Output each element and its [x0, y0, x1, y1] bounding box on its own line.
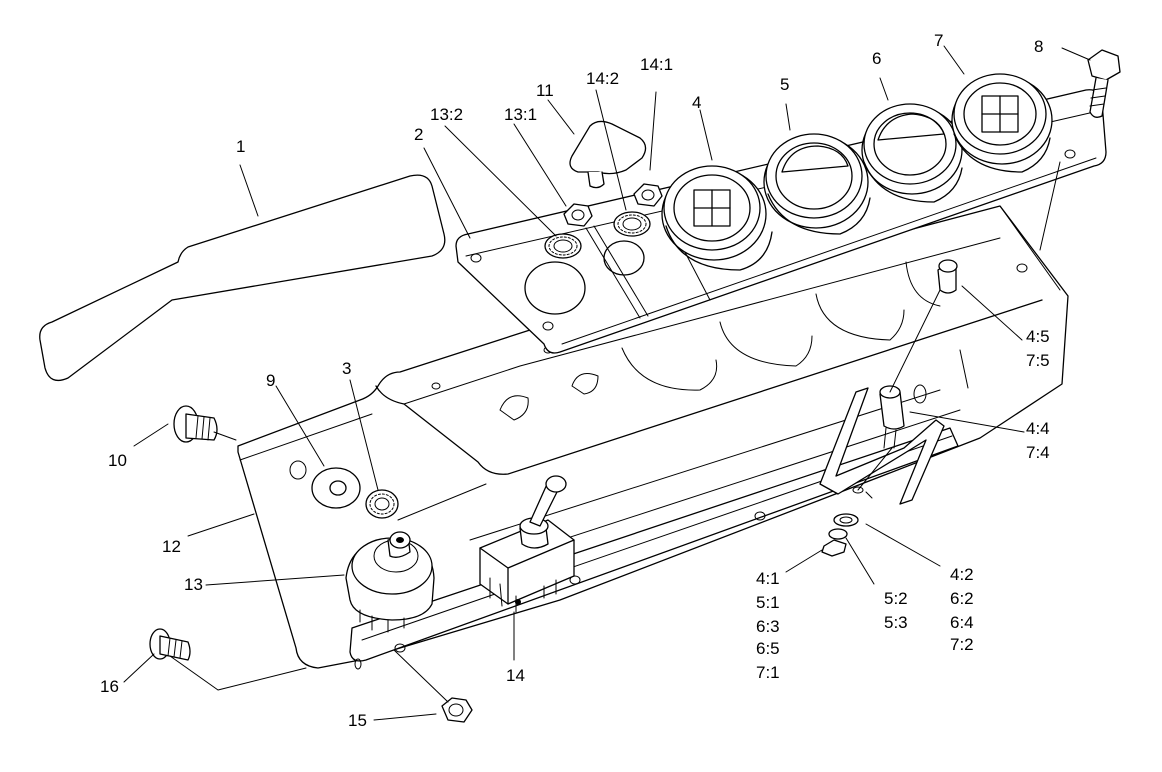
part-9-washer: [311, 467, 361, 509]
nut-4-1: [821, 539, 847, 557]
label-6-5: 6:5: [756, 639, 780, 658]
label-5: 5: [780, 75, 789, 94]
part-16-bolt: [149, 628, 191, 661]
part-4-indicator-gauge: [661, 165, 773, 271]
label-12: 12: [162, 537, 181, 556]
part-10-bolt: [173, 405, 218, 443]
label-6: 6: [872, 49, 881, 68]
label-7-5: 7:5: [1026, 351, 1050, 370]
label-2: 2: [414, 125, 423, 144]
lockwasher-4-2: [833, 513, 859, 527]
label-4-4: 4:4: [1026, 419, 1050, 438]
part-13-rotary-switch: [345, 531, 435, 633]
label-6-2: 6:2: [950, 589, 974, 608]
label-7-1: 7:1: [756, 663, 780, 682]
part-13-1-nut: [563, 203, 593, 227]
label-4-5: 4:5: [1026, 327, 1050, 346]
part-14-1-nut: [633, 183, 663, 207]
part-15-nut: [441, 697, 473, 723]
label-7: 7: [934, 31, 943, 50]
part-5-gauge: [763, 133, 871, 235]
label-14-1: 14:1: [640, 55, 673, 74]
label-3: 3: [342, 359, 351, 378]
label-14: 14: [506, 666, 525, 685]
label-6-3: 6:3: [756, 617, 780, 636]
label-4: 4: [692, 93, 701, 112]
label-13-2: 13:2: [430, 105, 463, 124]
label-7-4: 7:4: [1026, 443, 1050, 462]
lamp-lens-4-5: [937, 259, 958, 294]
label-4-1: 4:1: [756, 569, 780, 588]
part-3-lockwasher: [365, 489, 399, 519]
label-16: 16: [100, 677, 119, 696]
label-14-2: 14:2: [586, 69, 619, 88]
label-6-4: 6:4: [950, 613, 974, 632]
label-15: 15: [348, 711, 367, 730]
part-7-indicator-gauge: [951, 73, 1053, 173]
part-1-decal: [39, 174, 446, 382]
label-11: 11: [536, 81, 554, 100]
part-8-screw: [1087, 49, 1121, 118]
label-13: 13: [184, 575, 203, 594]
assembly-lines: [169, 161, 1061, 703]
part-14-2-lockwasher: [613, 211, 651, 237]
part-14-toggle-switch: [479, 475, 575, 613]
label-5-1: 5:1: [756, 593, 780, 612]
part-6-gauge: [861, 103, 963, 203]
label-5-2: 5:2: [884, 589, 908, 608]
label-4-2: 4:2: [950, 565, 974, 584]
label-7-2: 7:2: [950, 635, 974, 654]
label-13-1: 13:1: [504, 105, 537, 124]
lamp-socket-4-4: [879, 385, 905, 449]
part-11-key: [569, 120, 647, 189]
label-8: 8: [1034, 37, 1043, 56]
callout-labels: 1 2 13:2 13:1 11 14:2 14:1 4 5 6 7 8 9 3…: [100, 31, 1050, 730]
leader-lines: [123, 45, 1091, 721]
label-9: 9: [266, 371, 275, 390]
washer-5-2: [828, 528, 848, 540]
label-5-3: 5:3: [884, 613, 908, 632]
part-13-2-lockwasher: [544, 233, 582, 259]
label-1: 1: [236, 137, 245, 156]
label-10: 10: [108, 451, 127, 470]
